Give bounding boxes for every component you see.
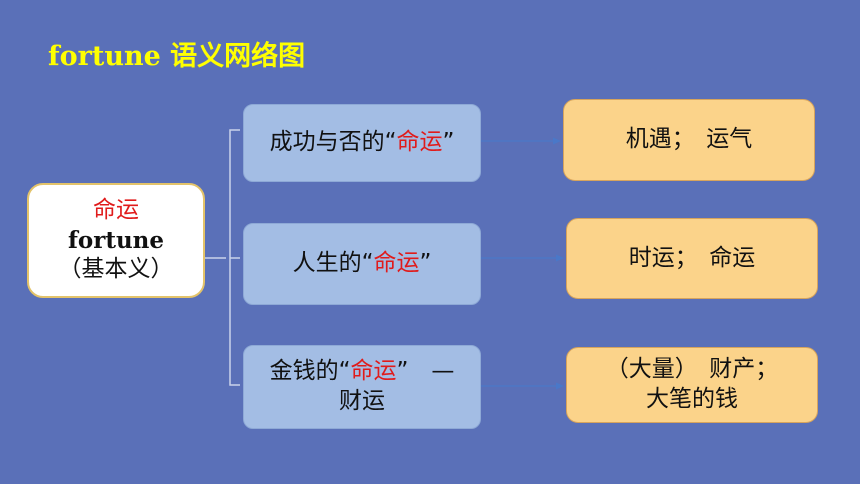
branch-3-pre: 金钱的“ <box>269 358 351 385</box>
branch-2-highlight: 命运 <box>373 250 420 277</box>
branch-1-text: 成功与否的“命运” <box>270 128 455 158</box>
leaf-2-text: 时运； 命运 <box>628 244 756 271</box>
branch-2-pre: 人生的“ <box>292 250 374 277</box>
branch-2-post: ” <box>419 250 432 277</box>
branch-3-text: 金钱的“命运” — 财运 <box>254 357 478 417</box>
diagram-title: fortune 语义网络图 <box>48 34 305 73</box>
leaf-3-line1: （大量） 财产； <box>605 356 779 383</box>
leaf-1-text: 机遇； 运气 <box>625 126 753 153</box>
leaf-3-line2: 大笔的钱 <box>646 386 738 412</box>
leaf-node-2: 时运； 命运 <box>566 218 818 299</box>
root-node: 命运 fortune （基本义） <box>27 183 205 298</box>
branch-3-post: ” — 财运 <box>339 358 478 414</box>
title-zh: 语义网络图 <box>160 41 306 72</box>
branch-node-1: 成功与否的“命运” <box>243 104 481 182</box>
branch-1-highlight: 命运 <box>396 129 443 156</box>
branch-1-post: ” <box>442 129 455 156</box>
arrow-3 <box>481 382 564 390</box>
branch-1-pre: 成功与否的“ <box>269 129 397 156</box>
root-note: （基本义） <box>58 256 174 283</box>
leaf-node-1: 机遇； 运气 <box>563 99 815 181</box>
title-en: fortune <box>48 41 161 72</box>
bracket <box>205 129 240 386</box>
branch-2-text: 人生的“命运” <box>293 249 432 279</box>
root-en: fortune <box>67 226 165 254</box>
branch-node-3: 金钱的“命运” — 财运 <box>243 345 481 429</box>
branch-node-2: 人生的“命运” <box>243 223 481 305</box>
arrow-1 <box>481 137 561 145</box>
branch-3-highlight: 命运 <box>350 358 397 385</box>
leaf-node-3: （大量） 财产； 大笔的钱 <box>566 347 818 423</box>
root-cn: 命运 <box>93 196 139 223</box>
arrow-2 <box>481 254 564 262</box>
